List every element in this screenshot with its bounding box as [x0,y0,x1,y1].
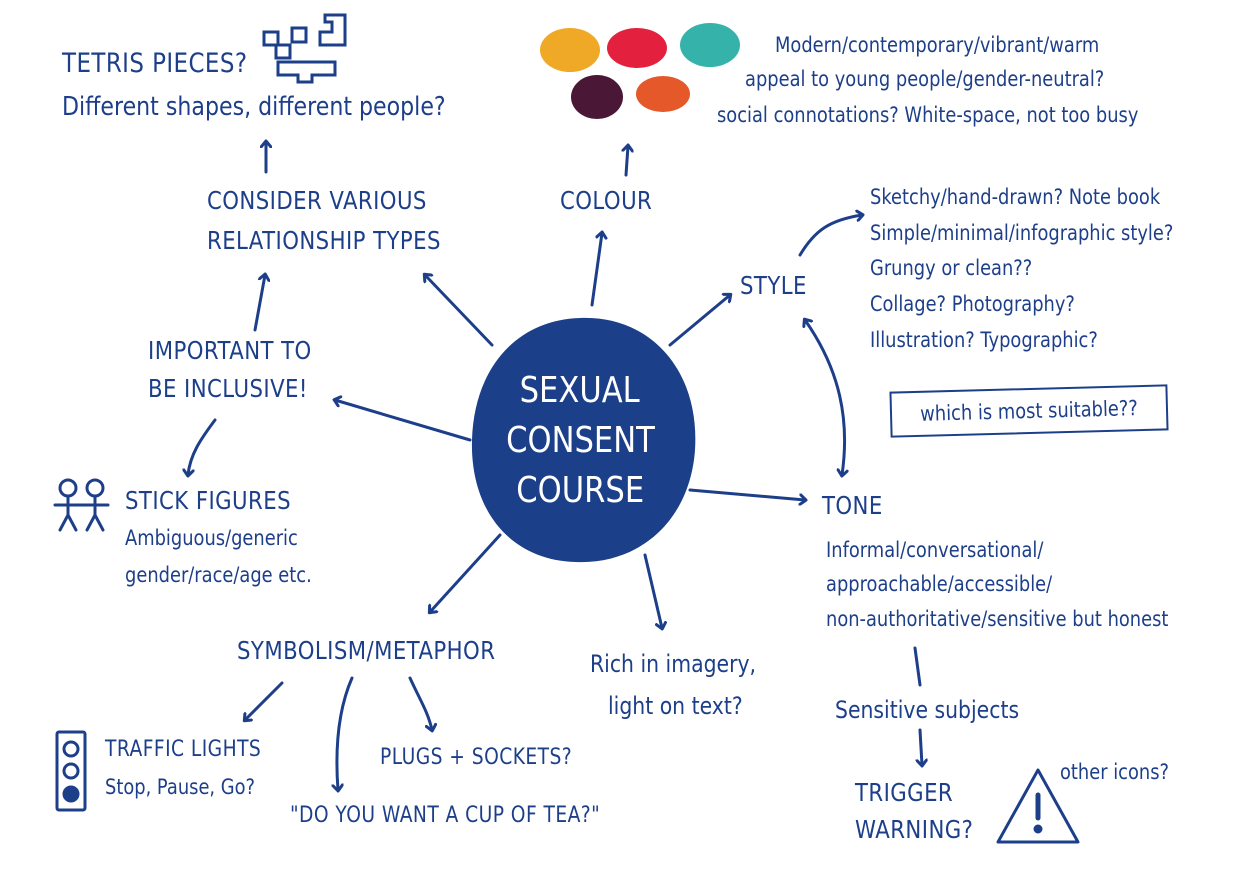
trigger-line: WARNING? [855,815,974,844]
stick-figures-icon [53,478,110,532]
imagery-line: Rich in imagery, [590,650,757,678]
colour-note: appeal to young people/gender-neutral? [745,67,1105,91]
tone-title: TONE [822,491,883,520]
tetris-title: TETRIS PIECES? [62,48,248,79]
swatch-plum [571,75,623,119]
inclusive-line: BE INCLUSIVE! [148,374,308,403]
style-note: Grungy or clean?? [870,256,1033,280]
traffic-lights-note: Stop, Pause, Go? [105,775,256,799]
arrow-stick [188,418,217,475]
cup-of-tea: "DO YOU WANT A CUP OF TEA?" [290,803,601,828]
arrow-tea [337,676,354,790]
imagery-line: light on text? [608,692,743,720]
arrow-colour [590,233,602,307]
center-line: COURSE [516,469,644,511]
sensitive-subjects: Sensitive subjects [835,696,1020,724]
colour-title: COLOUR [560,186,653,215]
trigger-line: TRIGGER [855,778,954,807]
tetris-icon [262,13,347,84]
arrow-style-tone [805,320,845,475]
center-line: CONSENT [505,419,655,461]
colour-note: social connotations? White-space, not to… [717,103,1139,127]
tone-note: Informal/conversational/ [826,538,1044,562]
symbolism-title: SYMBOLISM/METAPHOR [237,636,496,665]
style-note: Sketchy/hand-drawn? Note book [870,185,1161,209]
other-icons: other icons? [1060,760,1170,784]
colour-swatches [540,23,740,119]
arrow-style-notes [798,215,862,257]
suitability-box: which is most suitable?? [889,384,1169,438]
plugs-sockets: PLUGS + SOCKETS? [380,745,573,770]
arrow-inclusive-up [253,275,265,332]
traffic-lights-title: TRAFFIC LIGHTS [105,737,262,762]
style-note: Collage? Photography? [870,292,1075,316]
inclusive-line: IMPORTANT TO [148,336,312,365]
stick-figures-note: Ambiguous/generic [125,526,298,550]
colour-note: Modern/contemporary/vibrant/warm [775,33,1100,57]
center-line: SEXUAL [519,369,641,411]
arrow-traffic [245,681,284,720]
central-topic: SEXUAL CONSENT COURSE [470,318,690,563]
arrow-style [668,295,730,347]
tone-note: non-authoritative/sensitive but honest [826,607,1169,631]
center-blob [471,317,696,563]
arrow-inclusive [335,400,472,442]
stick-figures-title: STICK FIGURES [125,486,291,515]
arrow-trigger [920,728,922,765]
arrow-tone [688,488,805,500]
arrow-relationships [425,275,494,347]
arrow-colour-swatches [626,146,628,177]
tetris-subtitle: Different shapes, different people? [62,92,446,122]
tone-note: approachable/accessible/ [826,572,1053,596]
relationships-line: CONSIDER VARIOUS [207,186,427,215]
swatch-yellow [540,28,600,72]
arrow-imagery [643,553,662,628]
swatch-red [607,28,667,68]
stick-figures-note: gender/race/age etc. [125,563,312,587]
style-note: Simple/minimal/infographic style? [870,221,1174,245]
line-tone-sensitive [913,646,922,687]
suitability-question: which is most suitable?? [919,396,1139,426]
swatch-teal [680,23,740,67]
swatch-orange [636,76,690,112]
warning-triangle-icon [996,768,1080,844]
style-title: STYLE [740,271,807,300]
style-note: Illustration? Typographic? [870,328,1098,352]
arrow-plugs [408,676,432,730]
traffic-light-icon [55,730,87,812]
arrow-symbolism [430,533,502,612]
relationships-line: RELATIONSHIP TYPES [207,226,441,255]
